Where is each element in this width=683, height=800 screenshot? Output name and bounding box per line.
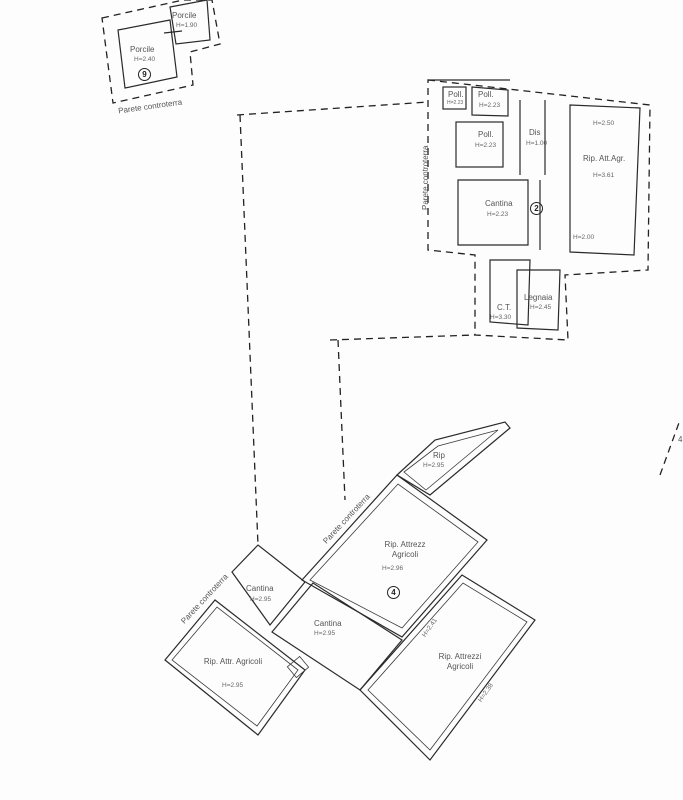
unit-number-badge: 4 bbox=[387, 586, 400, 599]
room-label: Cantina bbox=[485, 199, 513, 208]
room-label: Rip. Attrezz Agricoli bbox=[384, 540, 426, 560]
room-label: Poll. bbox=[448, 90, 464, 99]
room-height: H=2.23 bbox=[487, 211, 509, 218]
room-height: H=3.61 bbox=[593, 172, 615, 179]
wall-note: Parete controterra bbox=[421, 145, 430, 210]
room-label: Porcile bbox=[130, 45, 155, 54]
room-label: Rip bbox=[433, 451, 446, 460]
unit-4-walls bbox=[164, 421, 536, 761]
room-height: H=1.00 bbox=[526, 140, 548, 147]
room-height: H=2.45 bbox=[530, 304, 552, 311]
unit-2-walls bbox=[427, 79, 651, 341]
room-label: Cantina bbox=[314, 619, 342, 628]
unit-number-badge: 9 bbox=[138, 68, 151, 81]
unit-9-walls bbox=[101, 0, 221, 104]
room-height: H=2.95 bbox=[314, 630, 336, 637]
room-height: H=2.00 bbox=[573, 234, 595, 241]
room-height: H=2.95 bbox=[423, 462, 445, 469]
room-label: Dis bbox=[529, 128, 541, 137]
room-label: Poll. bbox=[478, 90, 494, 99]
room-height: H=2.23 bbox=[475, 142, 497, 149]
room-label: Rip. Attr. Agricoli bbox=[203, 657, 263, 666]
room-label: Poll. bbox=[478, 130, 494, 139]
room-label: Legnaia bbox=[524, 293, 553, 302]
room-label: Rip. Att.Agr. bbox=[583, 154, 626, 163]
property-boundary-lines bbox=[236, 101, 681, 546]
room-height: H=2.40 bbox=[134, 56, 156, 63]
room-height: H=2.23 bbox=[447, 100, 464, 106]
room-height: H=3.30 bbox=[490, 314, 512, 321]
room-label: Porcile bbox=[172, 11, 197, 20]
room-height: H=2.23 bbox=[479, 102, 501, 109]
room-height: H=2.50 bbox=[593, 120, 615, 127]
fragment-label: 4 bbox=[678, 435, 683, 444]
room-height: H=1.90 bbox=[176, 22, 198, 29]
unit-number-badge: 2 bbox=[530, 202, 543, 215]
room-height: H=2.96 bbox=[382, 565, 404, 572]
room-height: H=2.95 bbox=[222, 682, 244, 689]
room-label: Rip. Attrezzi Agricoli bbox=[438, 652, 482, 672]
room-label: C.T. bbox=[497, 303, 512, 312]
room-height: H=2.95 bbox=[250, 596, 272, 603]
room-label: Cantina bbox=[246, 584, 274, 593]
